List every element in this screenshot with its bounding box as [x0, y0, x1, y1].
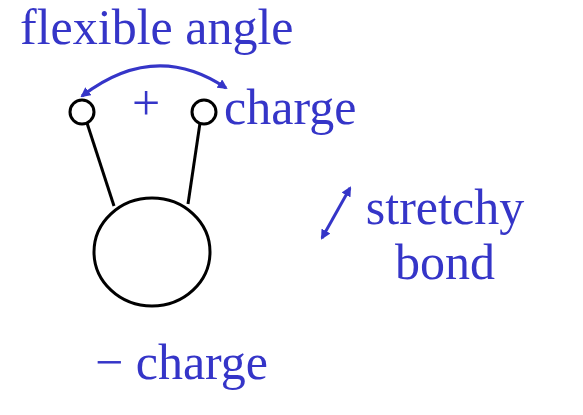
stretch-label: stretchy bond [355, 180, 535, 290]
bond-line [188, 123, 200, 204]
stretch-arrow [322, 188, 350, 238]
charge-label: charge [224, 80, 356, 135]
bond-line [87, 123, 114, 206]
small-atom [192, 100, 216, 124]
charge-label: − charge [95, 335, 268, 390]
angle-label: flexible angle [20, 0, 294, 55]
large-atom [94, 198, 210, 306]
small-atom [70, 100, 94, 124]
plus-sign: + [132, 76, 160, 131]
